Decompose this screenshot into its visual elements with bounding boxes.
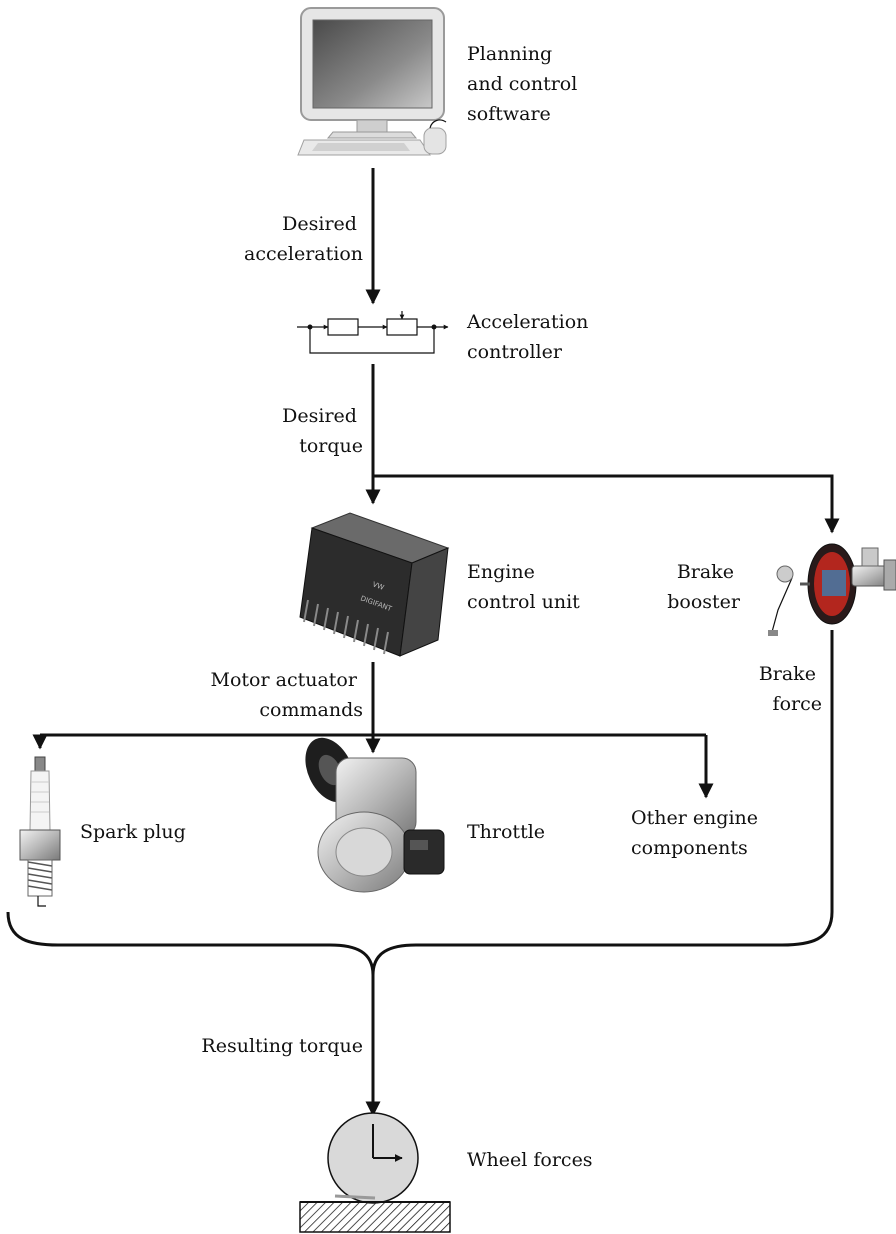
motor-commands-label: Motor actuator commands — [211, 669, 363, 721]
ground-icon — [300, 1202, 450, 1232]
other-components-label: Other engine components — [631, 807, 764, 859]
wheel-forces-label: Wheel forces — [467, 1149, 593, 1171]
desired-acceleration-label: Desired acceleration — [244, 213, 363, 265]
brake-booster-icon — [768, 544, 896, 636]
software-label: Planning and control software — [467, 43, 583, 125]
ecu-label: Engine control unit — [467, 561, 580, 613]
spark-plug-icon — [20, 757, 60, 906]
brake-booster-label: Brake booster — [667, 561, 741, 613]
brake-branch-arrow — [373, 476, 832, 532]
combining-brace — [8, 912, 782, 975]
throttle-icon — [296, 730, 444, 892]
controller-block-diagram — [297, 311, 448, 353]
desired-torque-label: Desired torque — [282, 405, 363, 457]
brake-force-label: Brake force — [759, 663, 822, 715]
engine-control-unit-icon: VW DIGIFANT — [300, 513, 448, 656]
acceleration-controller-label: Acceleration controller — [466, 311, 594, 363]
resulting-torque-label: Resulting torque — [201, 1035, 363, 1057]
spark-plug-label: Spark plug — [80, 821, 186, 843]
wheel-icon — [328, 1113, 418, 1203]
computer-icon — [298, 8, 446, 155]
throttle-label: Throttle — [467, 821, 545, 843]
